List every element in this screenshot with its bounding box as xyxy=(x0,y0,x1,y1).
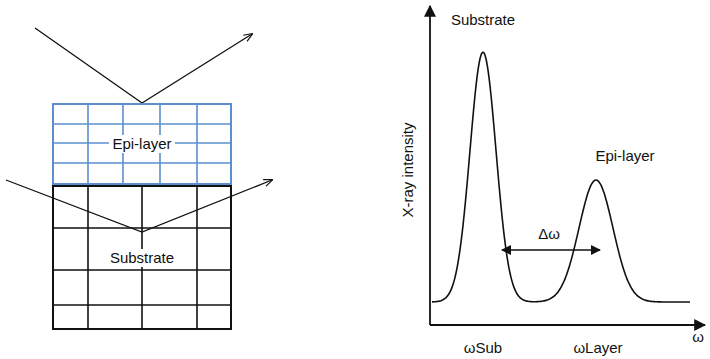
block-label: Epi-layer xyxy=(109,135,174,153)
epi-layer-block: Epi-layer xyxy=(52,103,232,185)
epi-lattice xyxy=(52,103,232,185)
substrate-block: Substrate xyxy=(52,185,232,330)
axis-title: X-ray intensity xyxy=(399,122,417,217)
axis-title: ω xyxy=(692,328,704,346)
x-axis xyxy=(430,324,705,326)
y-axis xyxy=(429,6,431,325)
delta-label: Δω xyxy=(538,225,560,243)
xrd-curve xyxy=(432,52,690,302)
peak-label: Epi-layer xyxy=(595,147,654,165)
xray-beam xyxy=(6,180,272,232)
block-label: Substrate xyxy=(107,249,177,267)
tick-label: ωLayer xyxy=(573,339,622,357)
delta-arrow xyxy=(502,249,600,250)
peak-label: Substrate xyxy=(451,11,515,29)
xray-beam xyxy=(35,28,252,103)
tick-label: ωSub xyxy=(464,339,502,357)
